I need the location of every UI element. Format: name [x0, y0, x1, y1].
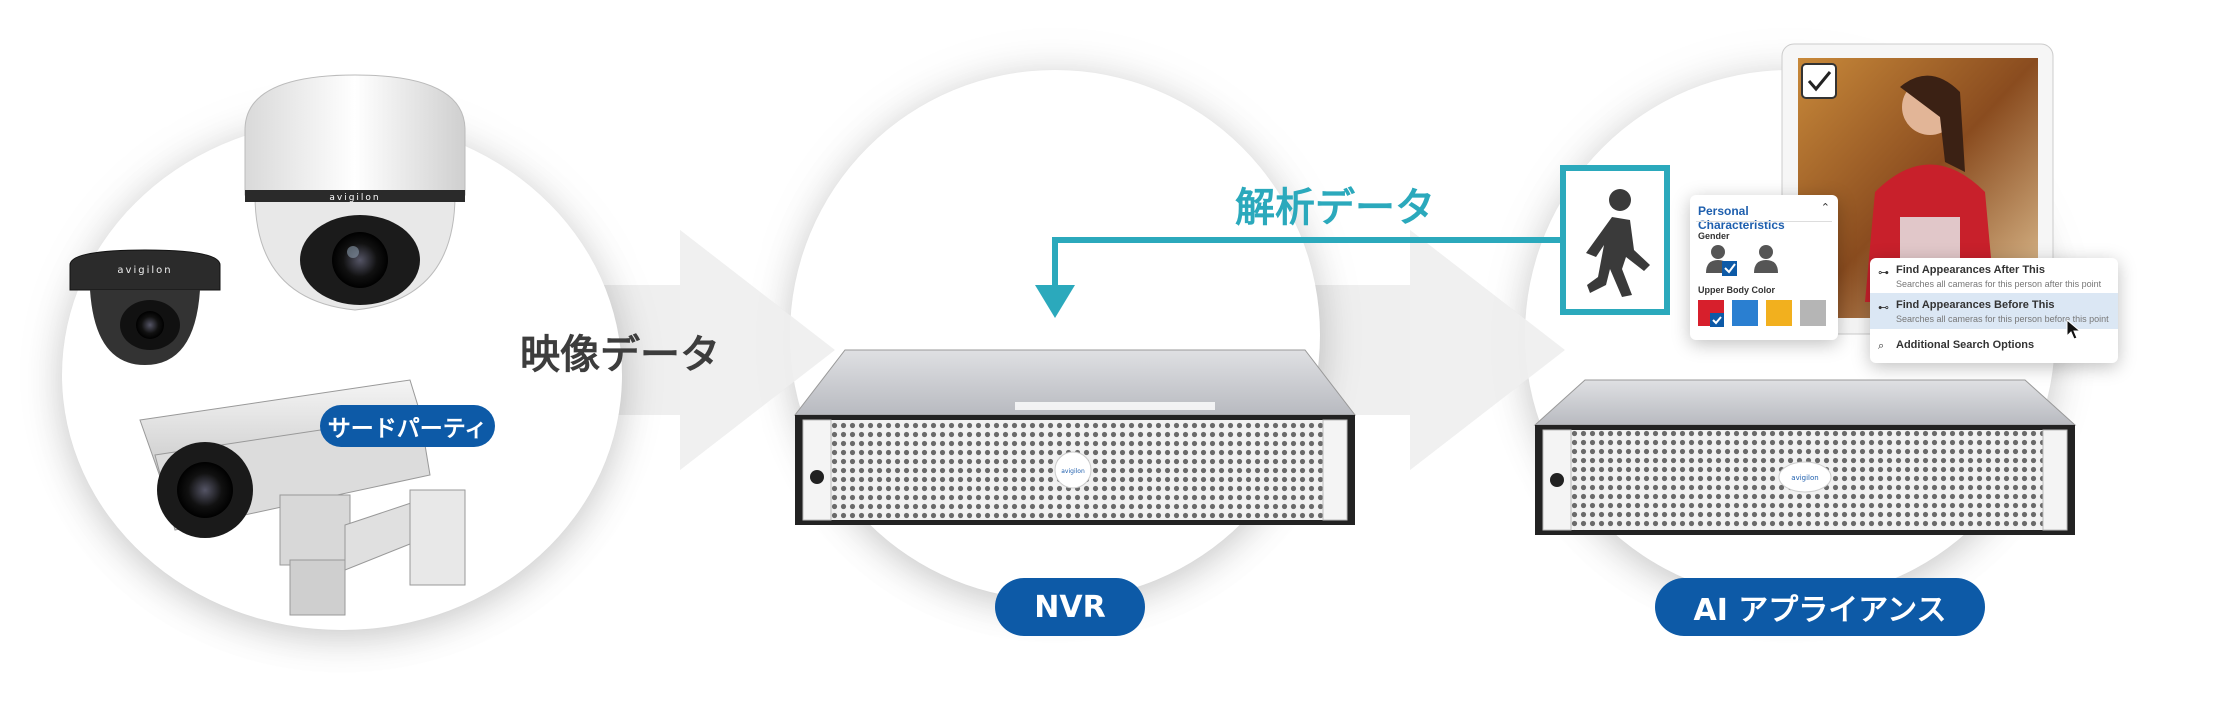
analysis-data-label: 解析データ — [1235, 185, 1435, 231]
flow-arrow-1-head — [680, 230, 835, 470]
flow-arrow-2-head — [1410, 230, 1565, 470]
color-swatch-gray[interactable] — [1800, 300, 1826, 326]
search-icon: ⌕ — [1878, 340, 1885, 352]
nvr-server: avigilon — [793, 349, 1357, 525]
nvr-brand: avigilon — [1061, 468, 1085, 475]
chevron-up-icon[interactable]: ⌃ — [1820, 202, 1830, 214]
menu-item-find-after[interactable]: ⊶ Find Appearances After This Searches a… — [1878, 264, 2102, 289]
walking-person-icon — [1560, 165, 1670, 315]
nvr-label: NVR — [995, 578, 1145, 636]
dome-camera-black: avigilon — [69, 249, 221, 365]
personal-characteristics-panel[interactable]: Personal Characteristics ⌃ Gender Upper … — [1690, 195, 1838, 340]
color-swatch-yellow[interactable] — [1766, 300, 1792, 326]
ai-appliance-server: avigilon — [1533, 379, 2077, 535]
panel-title: Personal Characteristics — [1698, 204, 1785, 232]
dome-camera-white: avigilon — [244, 74, 466, 311]
cursor-icon — [2066, 318, 2082, 340]
menu-item-find-before[interactable]: ⊷ Find Appearances Before This Searches … — [1870, 293, 2118, 329]
menu-item-additional-search[interactable]: ⌕ Additional Search Options — [1878, 339, 2035, 352]
third-party-badge: サードパーティ — [320, 405, 495, 447]
ai-appliance-label: AI アプライアンス — [1655, 578, 1985, 636]
checkmark-icon — [1807, 71, 1832, 92]
color-swatch-blue[interactable] — [1732, 300, 1758, 326]
arrow-left-icon: ⊷ — [1878, 302, 1889, 314]
upper-body-color-label: Upper Body Color — [1698, 285, 1776, 295]
gender-male-option[interactable] — [1704, 243, 1738, 277]
gender-label: Gender — [1698, 231, 1730, 241]
swatch-check-icon — [1710, 313, 1724, 327]
arrow-down-icon — [1035, 285, 1075, 318]
ai-appliance-brand: avigilon — [1791, 474, 1818, 482]
search-options-menu[interactable]: ⊶ Find Appearances After This Searches a… — [1870, 258, 2118, 363]
camera-brand-black: avigilon — [117, 265, 172, 276]
bullet-camera — [139, 379, 466, 616]
panel-divider — [1696, 221, 1832, 222]
video-data-label: 映像データ — [520, 332, 720, 378]
gender-female-option[interactable] — [1752, 243, 1782, 273]
arrow-right-icon: ⊶ — [1878, 267, 1889, 279]
camera-brand-white: avigilon — [329, 193, 380, 203]
